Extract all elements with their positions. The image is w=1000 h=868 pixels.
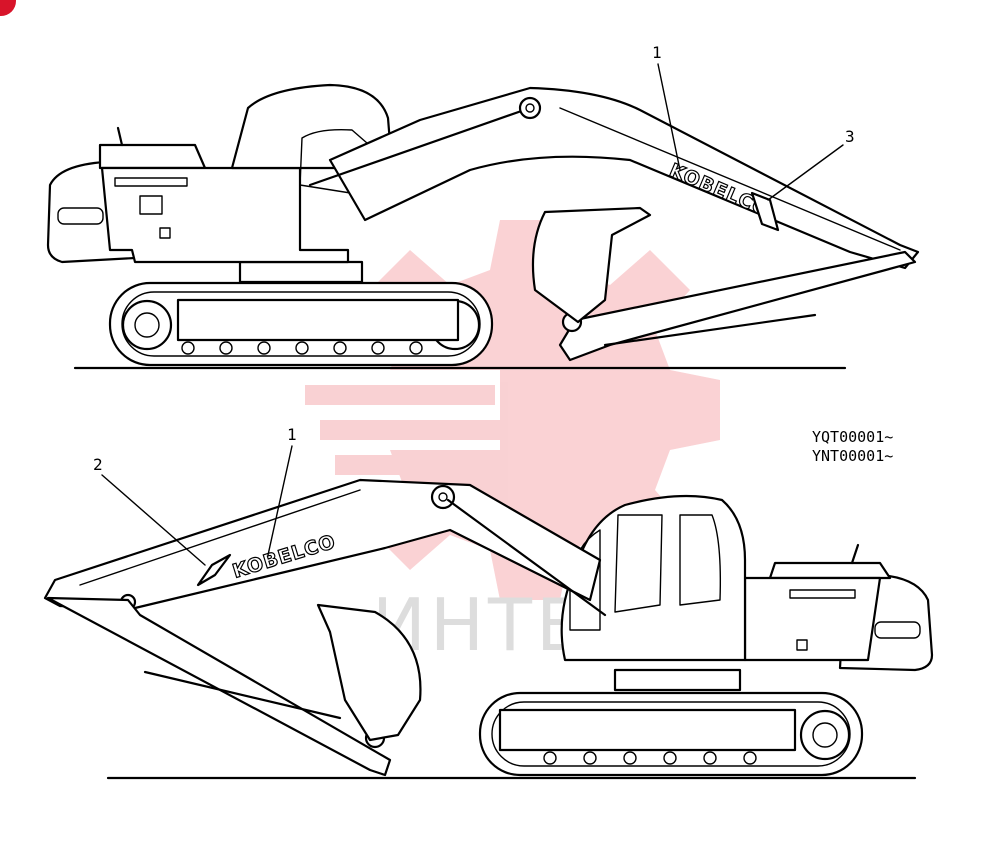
boom-pin bbox=[518, 96, 542, 120]
roller bbox=[371, 341, 385, 355]
roller bbox=[623, 751, 637, 765]
roller bbox=[743, 751, 757, 765]
arm-cylinder bbox=[603, 313, 817, 347]
roller bbox=[583, 751, 597, 765]
boom-pin bbox=[430, 484, 456, 510]
cab bbox=[560, 494, 747, 662]
boom bbox=[328, 86, 920, 270]
callout-label: 1 bbox=[287, 425, 297, 444]
roller bbox=[543, 751, 557, 765]
bucket bbox=[531, 206, 652, 324]
arm-cylinder bbox=[143, 670, 342, 720]
watermark-stripe bbox=[335, 455, 505, 475]
roller bbox=[295, 341, 309, 355]
roller bbox=[257, 341, 271, 355]
grille bbox=[789, 589, 856, 599]
watermark-stripe bbox=[305, 385, 495, 405]
engine-hood bbox=[768, 561, 892, 580]
leader-line bbox=[101, 474, 206, 566]
leader-line bbox=[767, 144, 844, 201]
leader-line bbox=[657, 63, 681, 171]
arm bbox=[46, 596, 392, 777]
engine-hood bbox=[98, 143, 207, 170]
excavator-left-side-view: KOBELCO 1 3 bbox=[46, 43, 920, 370]
boom-pin-inner bbox=[525, 103, 535, 113]
boom bbox=[43, 478, 602, 610]
bucket bbox=[316, 603, 422, 742]
counterweight-panel bbox=[874, 621, 921, 639]
cab-window-front bbox=[614, 514, 663, 613]
roller bbox=[219, 341, 233, 355]
serial-number-2: YNT00001~ bbox=[812, 447, 894, 465]
boom-edge bbox=[79, 489, 361, 586]
fuel-cap bbox=[159, 227, 171, 239]
cab bbox=[230, 83, 394, 170]
watermark-stripe bbox=[320, 420, 500, 440]
cab-window-side bbox=[679, 514, 722, 606]
roller bbox=[703, 751, 717, 765]
exhaust-pipe bbox=[850, 543, 860, 565]
boom-edge bbox=[559, 107, 901, 251]
callout-label: 3 bbox=[845, 127, 855, 146]
grille bbox=[139, 195, 163, 215]
stripe-decal-top bbox=[750, 191, 780, 232]
counterweight-panel bbox=[57, 207, 104, 225]
roller bbox=[663, 751, 677, 765]
roller bbox=[333, 341, 347, 355]
fuel-cap bbox=[796, 639, 808, 651]
excavator-right-side-view: KOBELCO 1 2 bbox=[43, 425, 934, 780]
roller bbox=[409, 341, 423, 355]
callout-label: 2 bbox=[93, 455, 103, 474]
roller bbox=[181, 341, 195, 355]
swing-bearing bbox=[613, 668, 742, 692]
upper-structure bbox=[100, 166, 350, 264]
callout-label: 1 bbox=[652, 43, 662, 62]
track-frame bbox=[498, 708, 797, 752]
track-frame bbox=[176, 298, 460, 342]
idler-wheel bbox=[121, 299, 173, 351]
exhaust-pipe bbox=[116, 126, 124, 147]
leader-line bbox=[267, 445, 293, 556]
serial-number-1: YQT00001~ bbox=[812, 428, 894, 446]
side-panel bbox=[114, 177, 188, 187]
boom-cylinder bbox=[446, 498, 607, 617]
stripe-decal-bottom bbox=[196, 553, 232, 587]
boom-pin-inner bbox=[438, 492, 448, 502]
idler-hub bbox=[134, 312, 160, 338]
boom-cylinder bbox=[308, 106, 532, 187]
idler-hub bbox=[812, 722, 838, 748]
swing-bearing bbox=[238, 260, 364, 284]
idler-wheel bbox=[799, 709, 851, 761]
